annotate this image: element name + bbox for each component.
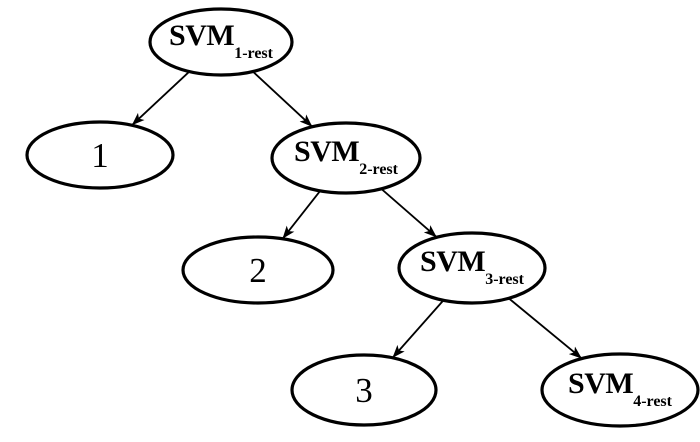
class-2-label: 2 [249,251,267,290]
node-svm-3-rest: SVM3-rest [397,231,547,305]
node-class-1: 1 [25,120,175,190]
edge-svm-1-rest-to-svm-2-rest [252,70,314,128]
svm-3-rest-label: SVM3-rest [420,245,525,288]
node-svm-2-rest: SVM2-rest [270,121,422,195]
class-number-text: 2 [249,251,267,290]
edge-svm-3-rest-to-class-3 [391,299,445,359]
node-class-3: 3 [290,353,438,427]
node-svm-1-rest: SVM1-rest [148,7,294,77]
class-3-label: 3 [355,371,373,410]
classifier-name-text: SVM [420,245,485,278]
svm-2-rest-label: SVM2-rest [294,135,399,178]
svm-1-rest-ellipse [148,7,294,77]
classifier-subscript-text: 3-rest [485,271,524,288]
svm-2-rest-ellipse [270,121,422,195]
svm-4-rest-ellipse [540,352,700,428]
svm-1-rest-label: SVM1-rest [169,19,274,62]
edge-svm-1-rest-to-class-1 [131,70,190,126]
class-1-ellipse [25,120,175,190]
svm-4-rest-label: SVM4-rest [568,367,673,410]
class-3-ellipse [290,353,438,427]
class-number-text: 1 [91,136,109,175]
class-number-text: 3 [355,371,373,410]
classifier-subscript-text: 2-rest [359,161,398,178]
classifier-name-text: SVM [169,19,234,52]
classifier-name-text: SVM [294,135,359,168]
classifier-name-text: SVM [568,367,633,400]
edge-svm-2-rest-to-class-2 [281,190,321,240]
class-2-ellipse [181,235,335,305]
class-1-label: 1 [91,136,109,175]
svm-3-rest-ellipse [397,231,547,305]
edge-svm-2-rest-to-svm-3-rest [380,188,438,238]
node-svm-4-rest: SVM4-rest [540,352,700,428]
node-class-2: 2 [181,235,335,305]
edge-svm-3-rest-to-svm-4-rest [508,297,583,360]
classifier-subscript-text: 1-rest [234,45,273,62]
classifier-subscript-text: 4-rest [633,393,672,410]
